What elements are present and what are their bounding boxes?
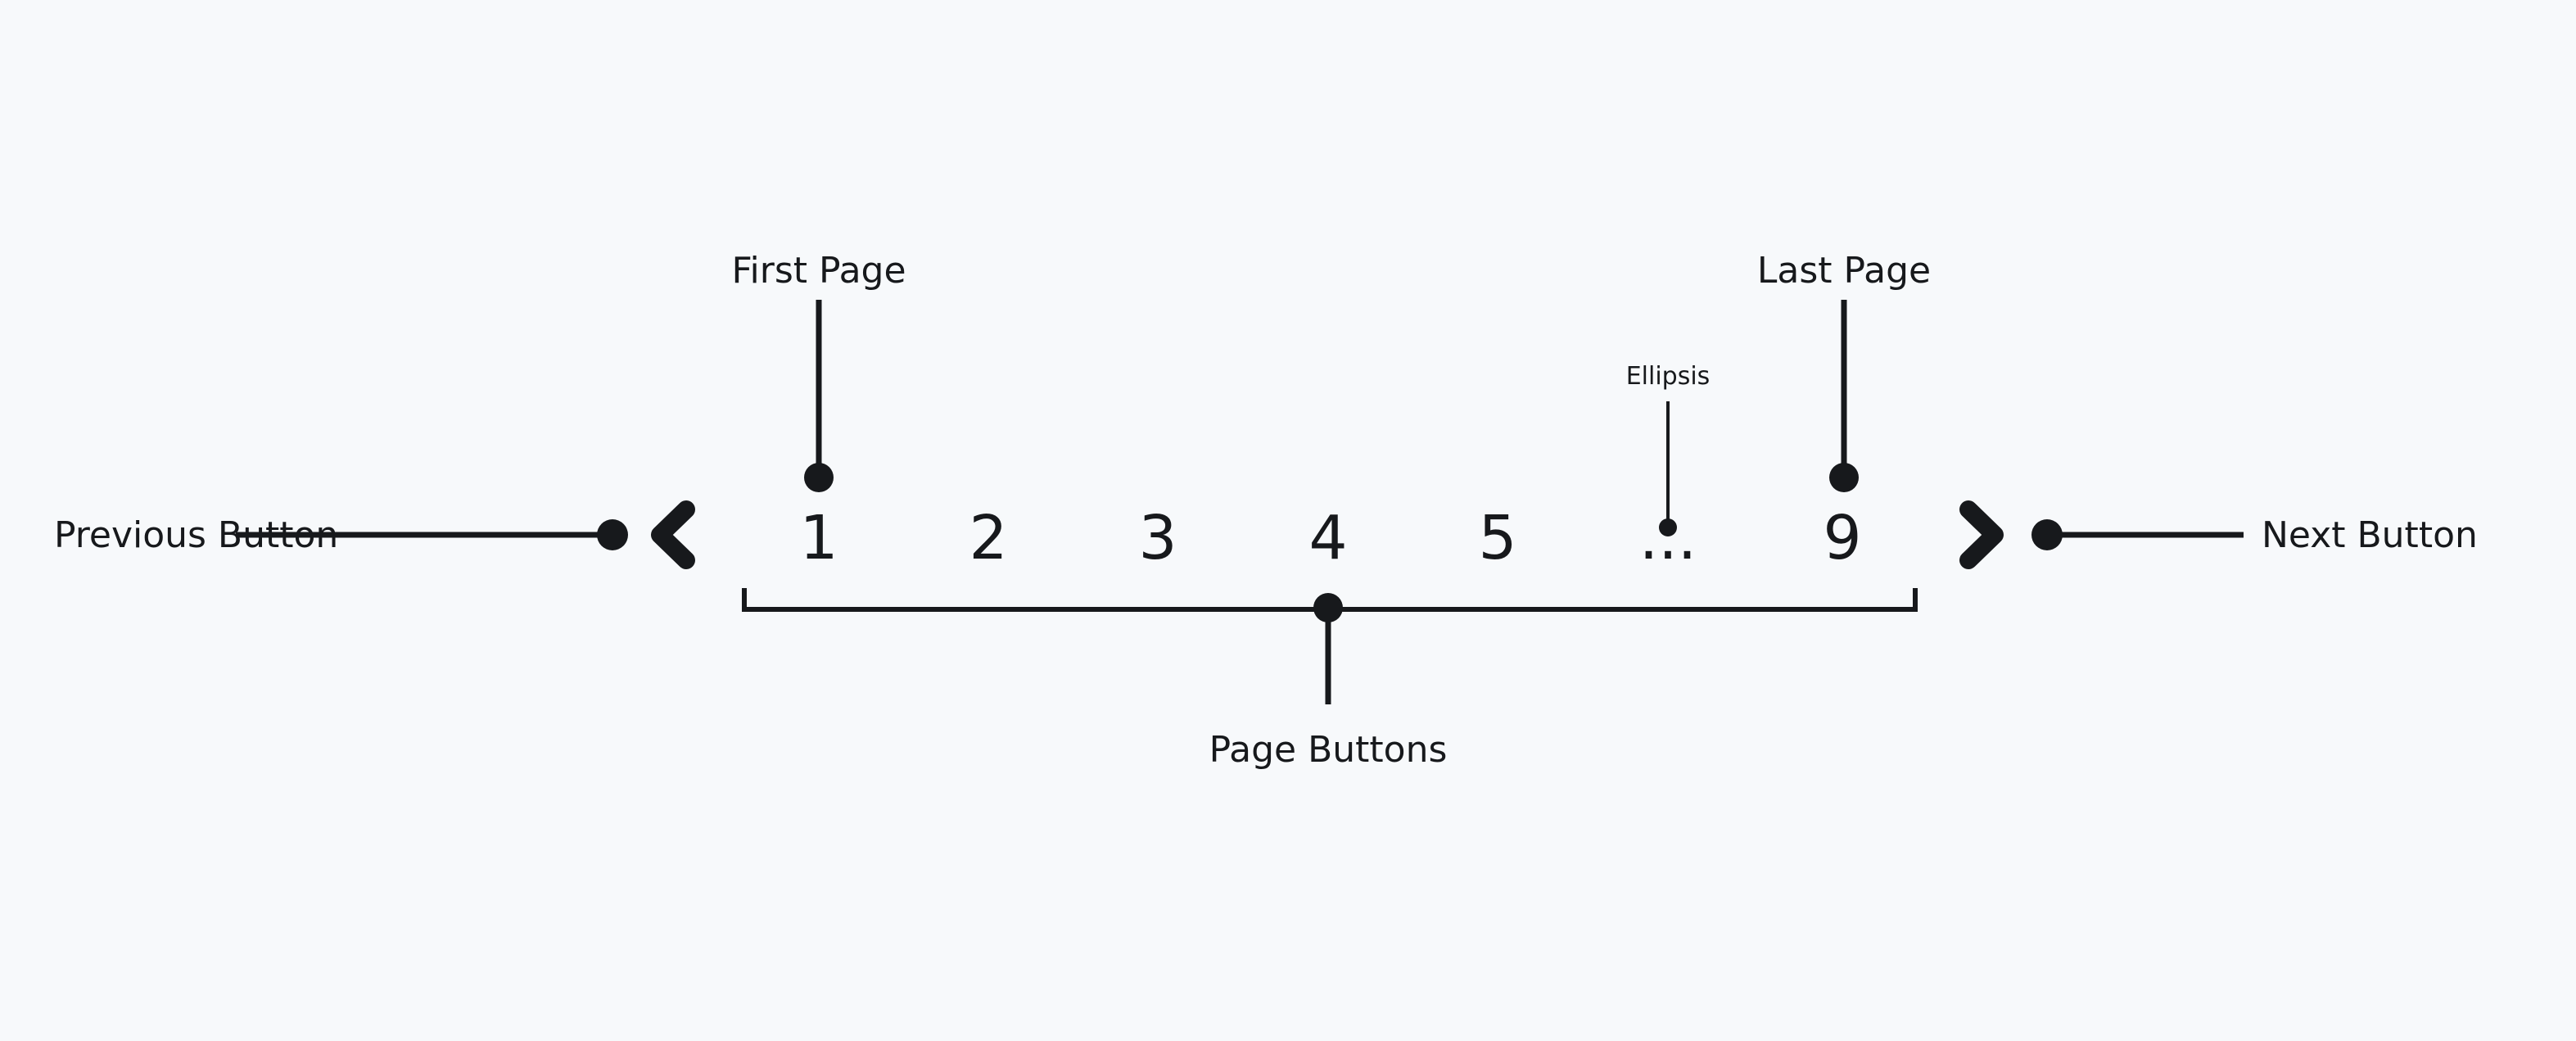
previous-page-button[interactable] [651, 500, 695, 569]
annotation-page-buttons: Page Buttons [742, 588, 1918, 771]
annotation-label-first-page: First Page [731, 250, 906, 292]
page-buttons-group: 1 2 3 4 5 ... 9 [799, 503, 1861, 573]
page-button-4[interactable]: 4 [1308, 503, 1347, 573]
page-button-1[interactable]: 1 [799, 503, 838, 573]
chevron-left-icon [651, 500, 695, 569]
annotation-label-page-buttons: Page Buttons [1209, 729, 1448, 771]
page-button-3[interactable]: 3 [1138, 503, 1177, 573]
leader-dot-first-page [804, 463, 834, 492]
pagination-ellipsis: ... [1639, 503, 1697, 573]
annotation-label-next-button: Next Button [2262, 514, 2478, 556]
annotation-first-page: First Page [731, 250, 906, 492]
annotation-previous-button: Previous Button [54, 514, 628, 556]
leader-dot-previous-button [597, 519, 628, 550]
leader-dot-next-button [2031, 519, 2063, 550]
annotation-ellipsis: Ellipsis [1626, 362, 1711, 536]
annotation-label-last-page: Last Page [1757, 250, 1931, 292]
annotation-next-button: Next Button [2031, 514, 2478, 556]
annotation-last-page: Last Page [1757, 250, 1931, 492]
annotation-label-ellipsis: Ellipsis [1626, 362, 1711, 391]
leader-dot-ellipsis [1659, 518, 1677, 536]
page-button-5[interactable]: 5 [1478, 503, 1516, 573]
next-page-button[interactable] [1959, 500, 2004, 569]
chevron-right-icon [1959, 500, 2004, 569]
leader-dot-last-page [1829, 463, 1859, 492]
page-button-2[interactable]: 2 [969, 503, 1007, 573]
leader-dot-page-buttons [1313, 593, 1343, 622]
page-button-9[interactable]: 9 [1823, 503, 1861, 573]
